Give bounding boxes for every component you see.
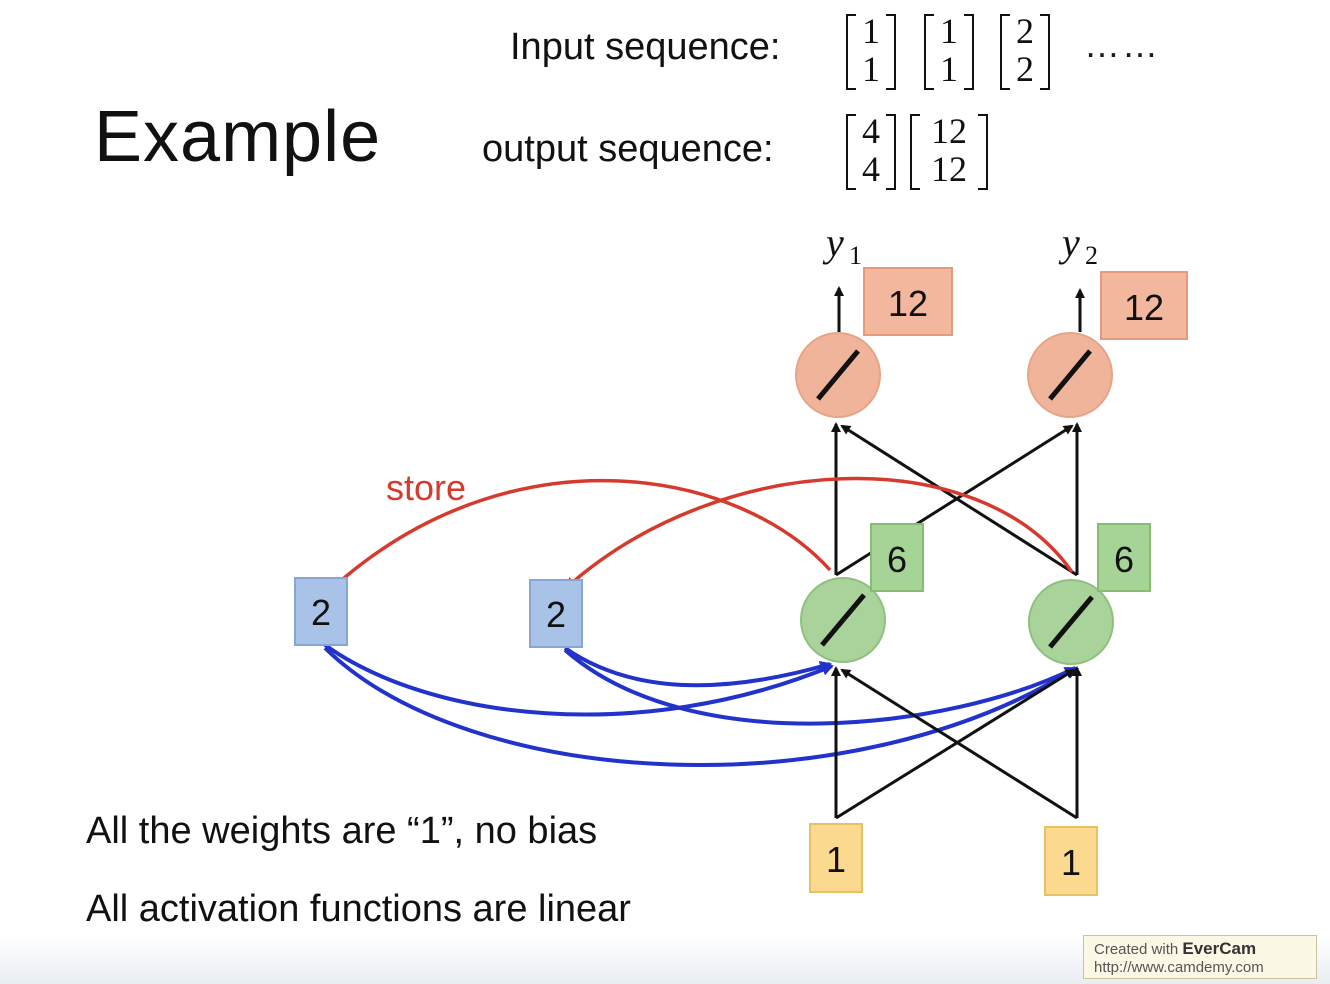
mem2-to-h1-arrow bbox=[563, 646, 832, 688]
mem1-to-h2-arrow bbox=[323, 646, 1078, 768]
x2-value: 1 bbox=[1061, 842, 1081, 883]
y1-subscript: 1 bbox=[849, 241, 862, 270]
y1-label: y bbox=[822, 220, 844, 265]
h2-value: 6 bbox=[1114, 539, 1134, 580]
watermark-url: http://www.camdemy.com bbox=[1094, 959, 1264, 976]
h1-to-mem1-store-arrow bbox=[342, 478, 832, 580]
evercam-watermark: Created with EverCam http://www.camdemy.… bbox=[1083, 935, 1317, 979]
output-node-2 bbox=[1027, 332, 1113, 418]
input-sequence-label: Input sequence: bbox=[510, 26, 781, 68]
store-arrows bbox=[342, 476, 1074, 590]
output-sequence-label: output sequence: bbox=[482, 128, 774, 170]
mem2-to-h2-arrow bbox=[563, 648, 1077, 726]
mem1-to-h1-arrow bbox=[323, 643, 834, 717]
hidden-node-1 bbox=[800, 577, 886, 663]
y1-value: 12 bbox=[888, 283, 928, 324]
input-to-hidden-arrows bbox=[831, 666, 1082, 820]
hidden-node-2 bbox=[1028, 579, 1114, 665]
memory-to-hidden-arrows bbox=[323, 643, 1078, 768]
input-ellipsis: …… bbox=[1084, 24, 1160, 65]
y2-label: y bbox=[1058, 220, 1080, 265]
memory-2-value: 2 bbox=[546, 594, 566, 635]
memory-1-value: 2 bbox=[311, 592, 331, 633]
h2-to-mem2-store-arrow bbox=[564, 476, 1074, 590]
h1-value: 6 bbox=[887, 539, 907, 580]
store-label: store bbox=[386, 467, 466, 508]
evercam-brand: EverCam bbox=[1182, 939, 1257, 958]
activation-note: All activation functions are linear bbox=[86, 888, 631, 930]
weights-note: All the weights are “1”, no bias bbox=[86, 810, 598, 852]
y2-subscript: 2 bbox=[1085, 241, 1098, 270]
y2-value: 12 bbox=[1124, 287, 1164, 328]
output-arrows bbox=[834, 286, 1085, 332]
slide-title: Example bbox=[94, 97, 382, 177]
output-node-1 bbox=[795, 332, 881, 418]
x1-value: 1 bbox=[826, 839, 846, 880]
